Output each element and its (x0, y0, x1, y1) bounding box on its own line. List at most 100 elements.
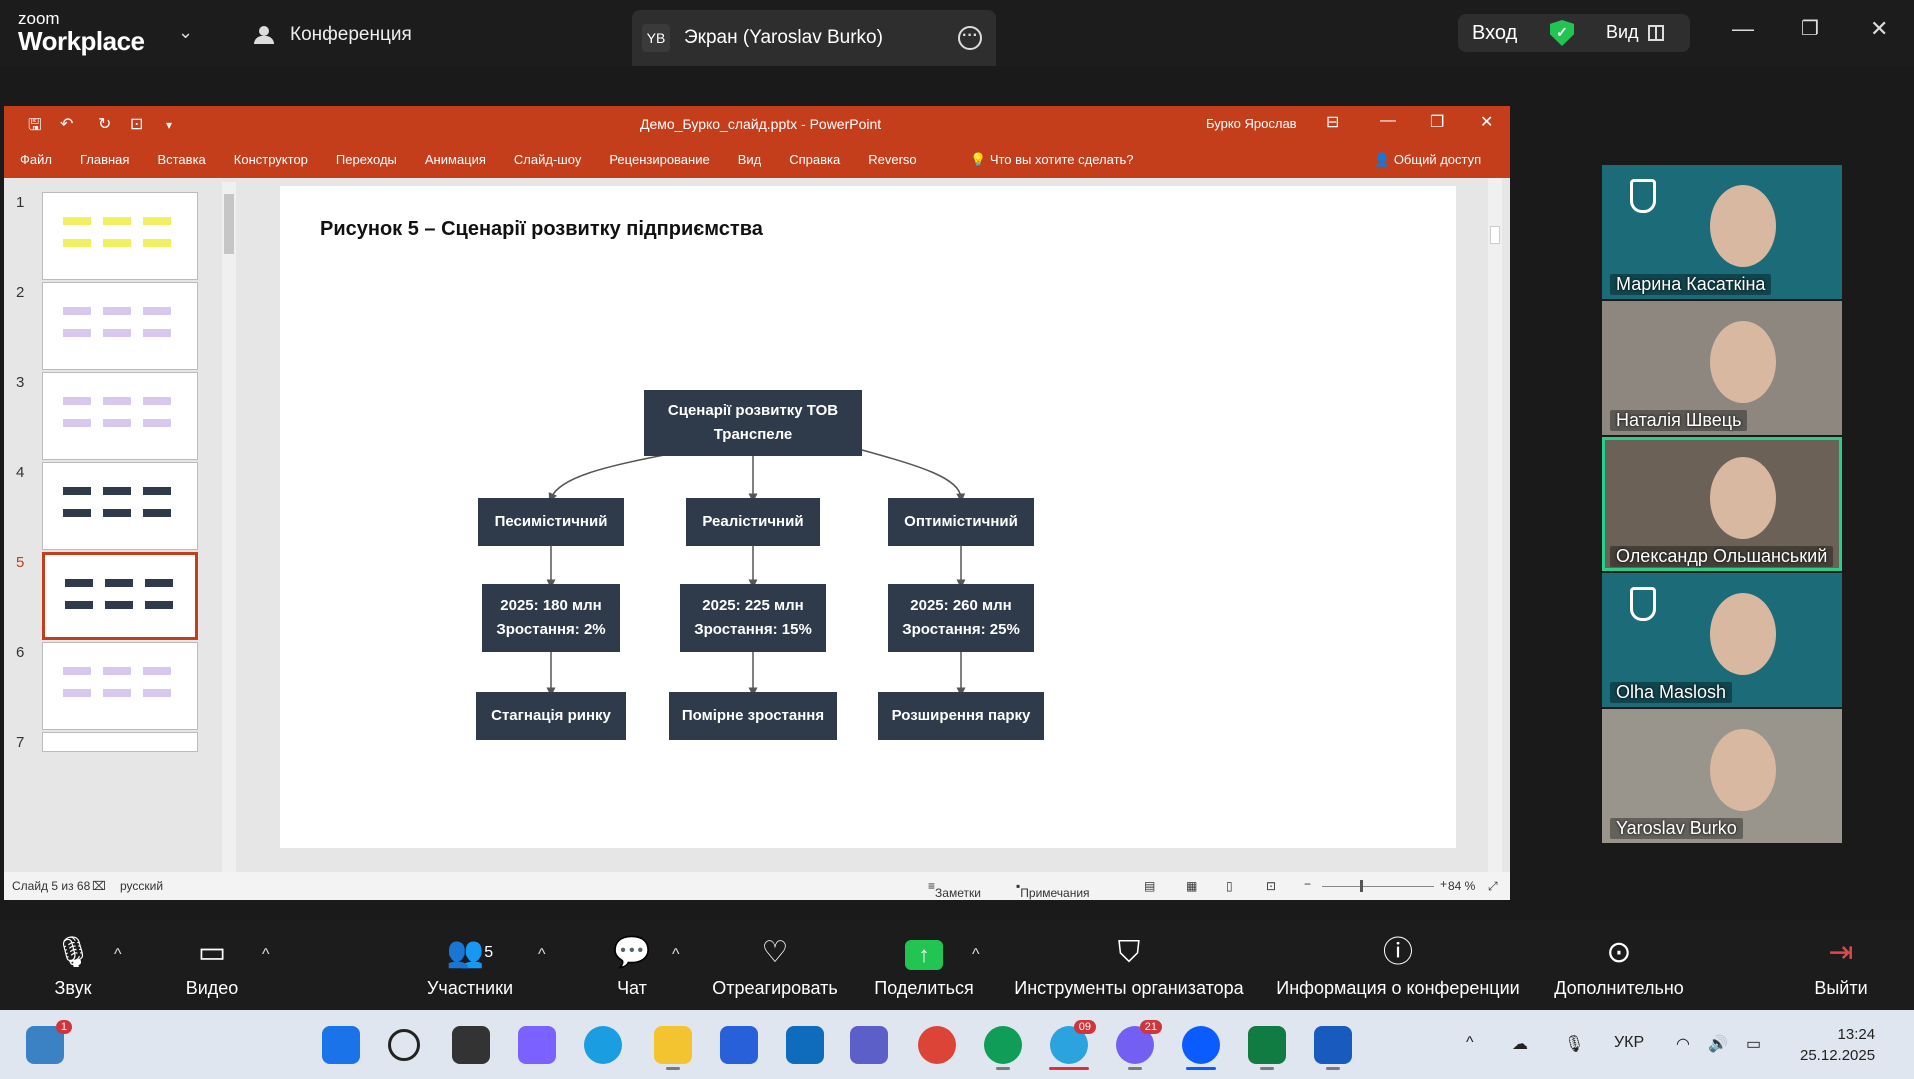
screen-share-tab[interactable]: YB Экран (Yaroslav Burko) ··· (632, 10, 996, 66)
start-icon[interactable] (322, 1026, 360, 1064)
spellcheck-icon[interactable]: ⌧ (92, 879, 106, 893)
ribbon-tab[interactable]: Вставка (157, 152, 205, 167)
video-options-caret[interactable]: ^ (262, 946, 270, 964)
zoom-app-icon[interactable] (1182, 1026, 1220, 1064)
slide-thumbnail[interactable] (42, 462, 198, 550)
wifi-icon[interactable]: ◠ (1676, 1034, 1690, 1054)
slide-thumbnail[interactable] (42, 642, 198, 730)
chevron-down-icon[interactable]: ⌄ (178, 22, 193, 43)
forecast-node[interactable]: 2025: 225 млнЗростання: 15% (680, 584, 826, 652)
viber-icon[interactable]: 21 (1116, 1026, 1154, 1064)
fit-slide-icon[interactable]: ⤢ (1488, 879, 1498, 894)
ribbon-tab[interactable]: Вид (738, 152, 762, 167)
undo-icon[interactable]: ↶ (60, 114, 73, 134)
tray-mic-icon[interactable]: 🎙 (1564, 1034, 1584, 1054)
forecast-node[interactable]: 2025: 260 млнЗростання: 25% (888, 584, 1034, 652)
host-tools-button[interactable]: ⛉ Инструменты организатора (1010, 934, 1248, 999)
audio-button[interactable]: 🎙 Звук (50, 934, 96, 999)
participants-button[interactable]: 👥5 Участники (420, 934, 520, 999)
participant-tile[interactable]: Yaroslav Burko (1602, 709, 1842, 843)
slide-thumbnail[interactable] (42, 732, 198, 752)
ribbon-display-icon[interactable]: ⊟ (1326, 112, 1339, 132)
react-button[interactable]: ♡ Отреагировать (710, 934, 840, 999)
language-indicator[interactable]: русский (120, 879, 163, 893)
zoom-level[interactable]: 84 % (1448, 879, 1475, 893)
outcome-node[interactable]: Розширення парку (878, 692, 1044, 740)
chrome-icon[interactable] (918, 1026, 956, 1064)
widgets-icon[interactable]: 1 (26, 1026, 64, 1064)
search-icon[interactable] (388, 1029, 420, 1061)
share-document-button[interactable]: 👤 Общий доступ (1374, 152, 1481, 168)
chat-button[interactable]: 💬 Чат (610, 934, 654, 999)
outcome-node[interactable]: Помірне зростання (669, 692, 837, 740)
customize-toolbar-icon[interactable]: ▾ (166, 118, 172, 132)
more-options-icon[interactable]: ··· (958, 26, 982, 50)
close-icon[interactable]: ✕ (1870, 16, 1888, 42)
telegram-icon[interactable]: 09 (1050, 1026, 1088, 1064)
tray-overflow-icon[interactable]: ^ (1466, 1034, 1474, 1052)
chat-options-caret[interactable]: ^ (672, 946, 680, 964)
zoom-out-icon[interactable]: − (1304, 877, 1311, 891)
ribbon-tab[interactable]: Слайд-шоу (514, 152, 581, 167)
slideshow-view-icon[interactable]: ⊡ (1266, 879, 1276, 893)
zoom-in-icon[interactable]: + (1440, 877, 1447, 891)
ribbon-tab[interactable]: Переходы (336, 152, 397, 167)
root-node[interactable]: Сценарії розвитку ТОВ Транспеле (644, 390, 862, 456)
ribbon-tab[interactable]: Конструктор (234, 152, 308, 167)
store-icon[interactable] (720, 1026, 758, 1064)
excel-icon[interactable] (1248, 1026, 1286, 1064)
chrome-profile-icon[interactable] (984, 1026, 1022, 1064)
participant-tile[interactable]: Olha Maslosh (1602, 573, 1842, 707)
scenario-node[interactable]: Песимістичний (478, 498, 624, 546)
slide-thumbnail[interactable] (42, 372, 198, 460)
scenario-node[interactable]: Реалістичний (686, 498, 820, 546)
participant-tile[interactable]: Наталія Швець (1602, 301, 1842, 435)
restore-icon[interactable]: ❐ (1801, 16, 1819, 41)
normal-view-icon[interactable]: ▤ (1144, 879, 1155, 893)
meeting-info-button[interactable]: ⓘ Информация о конференции (1272, 934, 1524, 999)
outcome-node[interactable]: Стагнація ринку (476, 692, 626, 740)
scenario-node[interactable]: Оптимістичний (888, 498, 1034, 546)
ppt-restore-icon[interactable]: ❐ (1430, 112, 1444, 132)
comments-button[interactable]: ▪ Примечания (1016, 879, 1020, 893)
audio-options-caret[interactable]: ^ (114, 946, 122, 964)
slide-vertical-scrollbar[interactable] (1488, 178, 1502, 872)
share-options-caret[interactable]: ^ (972, 946, 980, 964)
more-button[interactable]: ⊙ Дополнительно (1550, 934, 1688, 999)
volume-icon[interactable]: 🔊 (1708, 1034, 1728, 1054)
reading-view-icon[interactable]: ▯ (1226, 879, 1233, 893)
slideshow-start-icon[interactable]: ⊡ (130, 114, 143, 134)
word-icon[interactable] (1314, 1026, 1352, 1064)
ribbon-tab[interactable]: Справка (789, 152, 840, 167)
share-screen-button[interactable]: ↑ Поделиться (872, 934, 976, 999)
ribbon-tab[interactable]: Главная (80, 152, 129, 167)
zoom-thumb[interactable] (1360, 880, 1363, 892)
teams-icon[interactable] (850, 1026, 888, 1064)
slide-thumbnail[interactable] (42, 552, 198, 640)
minimize-icon[interactable]: — (1732, 16, 1754, 42)
ribbon-tab[interactable]: Reverso (868, 152, 916, 167)
save-icon[interactable]: 🖫 (28, 114, 42, 141)
slide-thumbnail[interactable] (42, 282, 198, 370)
thumbnails-scrollbar[interactable] (222, 182, 236, 872)
slide-thumbnail[interactable] (42, 192, 198, 280)
slide-thumbnails-pane[interactable]: 1234567 (4, 178, 240, 872)
edge-icon[interactable] (584, 1026, 622, 1064)
notes-button[interactable]: ≡ Заметки (928, 879, 935, 893)
tell-me-search[interactable]: 💡 Что вы хотите сделать? (970, 152, 1134, 168)
participant-tile[interactable]: Марина Касаткіна (1602, 165, 1842, 299)
file-explorer-icon[interactable] (654, 1026, 692, 1064)
ribbon-tab[interactable]: Анимация (425, 152, 486, 167)
view-layout-icon[interactable] (1648, 25, 1664, 41)
thumbnails-scroll-thumb[interactable] (224, 194, 234, 254)
ppt-user-name[interactable]: Бурко Ярослав (1206, 116, 1297, 131)
keyboard-language[interactable]: УКР (1614, 1034, 1644, 1052)
view-button[interactable]: Вид (1606, 22, 1639, 43)
battery-icon[interactable]: ▭ (1746, 1034, 1761, 1054)
ppt-close-icon[interactable]: ✕ (1480, 112, 1493, 132)
slide[interactable]: Рисунок 5 – Сценарії розвитку підприємст… (280, 186, 1456, 848)
ribbon-tab[interactable]: Рецензирование (609, 152, 709, 167)
conference-menu[interactable]: Конференция (252, 24, 412, 46)
participants-options-caret[interactable]: ^ (538, 946, 546, 964)
system-clock[interactable]: 13:24 25.12.2025 (1800, 1024, 1875, 1066)
